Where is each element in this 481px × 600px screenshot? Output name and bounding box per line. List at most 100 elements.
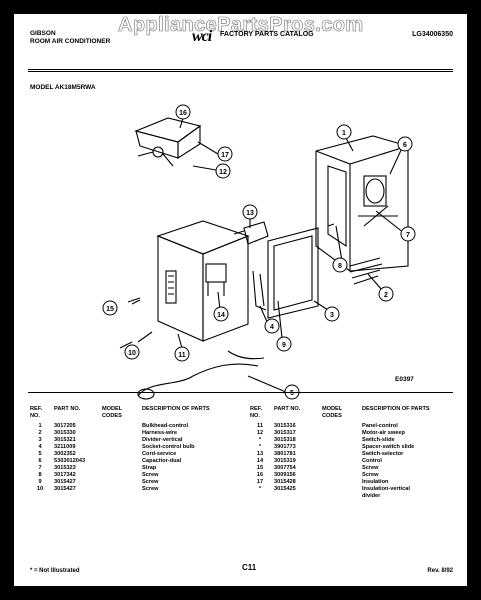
model-label: MODEL AK18M5RWA xyxy=(30,84,96,91)
bulkhead-control xyxy=(315,135,409,272)
svg-text:6: 6 xyxy=(403,142,407,149)
model-code-cell xyxy=(102,451,142,458)
ref-cell: * xyxy=(258,486,262,492)
description-cell: Insulation-vertical xyxy=(362,486,410,492)
air-sweep-motor-detail xyxy=(134,117,202,167)
watermark: AppliancePartsPros.com xyxy=(118,14,364,37)
col-part-header: PART NO. xyxy=(274,406,301,412)
vertical-divider xyxy=(267,227,319,319)
callout-7: 7 xyxy=(400,226,416,242)
catalog-page: AppliancePartsPros.com GIBSON ROOM AIR C… xyxy=(14,14,467,586)
catalog-code: LG34006350 xyxy=(412,31,453,38)
svg-text:12: 12 xyxy=(219,169,227,176)
control-thermostat xyxy=(205,263,227,296)
part-number-cell: 3015321 xyxy=(54,437,76,443)
part-number-cell: 3015428 xyxy=(274,479,296,485)
model-code-cell xyxy=(102,465,142,472)
ref-cell: * xyxy=(258,444,262,450)
part-number-cell: 3015316 xyxy=(274,423,296,429)
description-cell: Switch-selector xyxy=(362,451,404,457)
footnote: * = Not Illustrated xyxy=(30,568,80,574)
ref-cell: 11 xyxy=(257,423,263,429)
col-model-header: MODEL CODES xyxy=(322,406,343,419)
figure-id: E0397 xyxy=(395,376,414,383)
callout-4: 4 xyxy=(264,318,280,334)
description-cell: Harness-wire xyxy=(142,430,178,436)
parts-table-right: REF. NO. PART NO. MODEL CODES DESCRIPTIO… xyxy=(250,406,444,500)
selector-switch xyxy=(233,221,269,245)
ref-cell: 5 xyxy=(38,451,42,457)
table-row: 10 3015427 Screw xyxy=(30,486,224,493)
table-header: REF. NO. PART NO. MODEL CODES DESCRIPTIO… xyxy=(30,406,224,423)
callout-14: 14 xyxy=(213,306,229,322)
ref-cell: 7 xyxy=(38,465,42,471)
screws xyxy=(119,223,335,349)
ref-cell: 10 xyxy=(36,486,44,492)
svg-text:17: 17 xyxy=(221,152,229,159)
model-code-cell xyxy=(322,437,362,444)
svg-text:9: 9 xyxy=(282,342,286,349)
model-code-cell xyxy=(322,472,362,479)
description-cell: Screw xyxy=(142,486,159,492)
control-bulb-socket xyxy=(252,270,267,311)
description-cell: Capacitor-dual xyxy=(142,458,182,464)
description-cell: Strap xyxy=(142,465,157,471)
description-cell: Control xyxy=(362,458,382,464)
callout-13: 13 xyxy=(242,204,258,220)
callout-16: 16 xyxy=(175,104,191,120)
col-desc-header: DESCRIPTION OF PARTS xyxy=(362,406,430,412)
ref-cell: 8 xyxy=(38,472,42,478)
part-number-cell: 3801781 xyxy=(274,451,296,457)
callout-12: 12 xyxy=(215,163,231,179)
col-ref-header: REF. NO. xyxy=(30,406,43,419)
part-number-cell: 3015330 xyxy=(54,430,76,436)
part-number-cell: 3015427 xyxy=(54,486,76,492)
header-divider-2 xyxy=(28,71,453,72)
ref-cell: * xyxy=(258,437,262,443)
model-code-cell xyxy=(102,458,142,465)
description-cell: Screw xyxy=(362,465,379,471)
ref-cell: 14 xyxy=(256,458,264,464)
model-code-cell xyxy=(322,493,362,500)
ref-cell: 4 xyxy=(38,444,42,450)
part-number-cell: 3015323 xyxy=(54,465,76,471)
description-cell: Socket-control bulb xyxy=(142,444,195,450)
callout-17: 17 xyxy=(217,146,233,162)
model-code-cell xyxy=(102,472,142,479)
ref-cell xyxy=(250,493,274,500)
description-cell: Bulkhead-control xyxy=(142,423,188,429)
svg-text:7: 7 xyxy=(406,232,410,239)
description-cell: Screw xyxy=(362,472,379,478)
callout-bubbles: 16 17 12 1 6 7 2 8 3 13 4 9 14 15 10 11 … xyxy=(102,104,416,400)
part-number-cell: 3015427 xyxy=(54,479,76,485)
ref-cell: 17 xyxy=(256,479,264,485)
model-code-cell xyxy=(322,479,362,486)
description-cell: Insulation xyxy=(362,479,389,485)
part-number-cell: 3901773 xyxy=(274,444,296,450)
part-number-cell: 3015318 xyxy=(274,437,296,443)
svg-text:16: 16 xyxy=(179,110,187,117)
product-name: ROOM AIR CONDITIONER xyxy=(30,38,111,45)
table-row: 7 3015323 Strap xyxy=(30,465,224,472)
wci-logo: wci xyxy=(192,28,212,45)
svg-text:3: 3 xyxy=(330,312,334,319)
catalog-title: FACTORY PARTS CATALOG xyxy=(220,31,314,38)
svg-text:13: 13 xyxy=(246,210,254,217)
description-cell: Screw xyxy=(142,479,159,485)
model-code-cell xyxy=(102,444,142,451)
description-cell: divider xyxy=(362,493,381,499)
callout-2: 2 xyxy=(378,286,394,302)
part-number-cell: 3017342 xyxy=(54,472,76,478)
table-header: REF. NO. PART NO. MODEL CODES DESCRIPTIO… xyxy=(250,406,444,423)
callout-6: 6 xyxy=(397,136,413,152)
